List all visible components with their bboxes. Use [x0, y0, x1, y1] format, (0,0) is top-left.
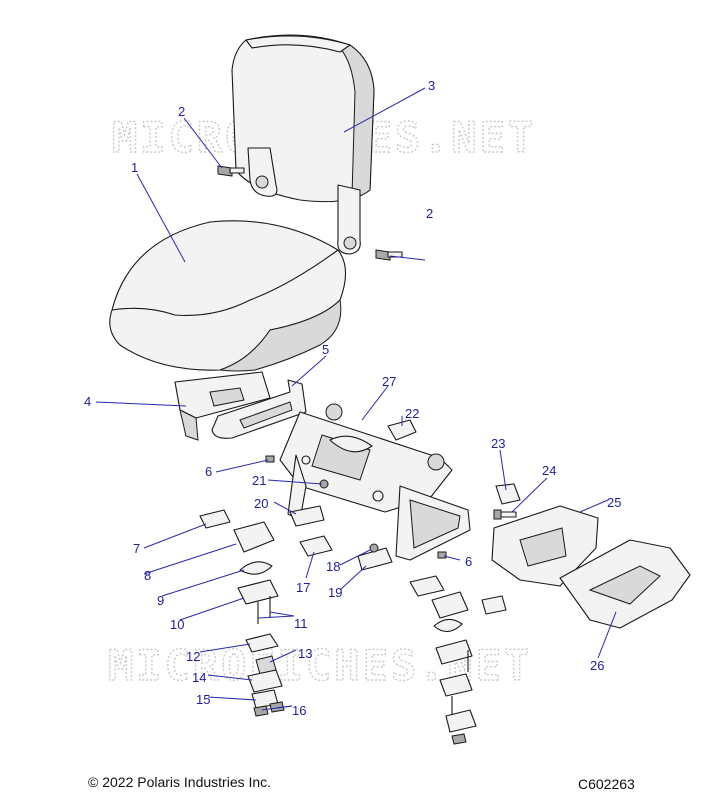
bracket-14-part	[247, 669, 283, 693]
callout-17: 17	[296, 580, 310, 595]
callout-2-lower: 2	[426, 206, 433, 221]
callout-7: 7	[133, 541, 140, 556]
callout-25: 25	[607, 495, 621, 510]
bolt-lower	[375, 249, 403, 261]
washer-12-part	[245, 633, 279, 653]
callout-15: 15	[196, 692, 210, 707]
right-latch-stack	[409, 575, 507, 745]
clip-22-part	[387, 419, 417, 441]
side-panel-part	[211, 379, 307, 439]
callout-5: 5	[322, 342, 329, 357]
callout-18: 18	[326, 559, 340, 574]
callout-22: 22	[405, 406, 419, 421]
callout-3: 3	[428, 78, 435, 93]
callout-11: 11	[294, 616, 308, 631]
clip-6b-part	[437, 551, 447, 559]
copyright-notice: © 2022 Polaris Industries Inc.	[88, 774, 272, 790]
seat-cushion-part	[109, 220, 347, 372]
seat-frame-part	[279, 403, 471, 561]
clip-6a-part	[265, 455, 275, 463]
callout-4: 4	[84, 394, 91, 409]
screw-18-part	[369, 543, 379, 553]
callout-2-upper: 2	[178, 104, 185, 119]
latch-8-part	[233, 521, 275, 553]
callout-8: 8	[144, 568, 151, 583]
callout-12: 12	[186, 649, 200, 664]
bolt-upper	[217, 165, 245, 177]
backrest-part	[231, 34, 375, 255]
bumper-23-part	[495, 483, 521, 505]
diagram-code: C602263	[578, 776, 635, 792]
screw-24-part	[493, 509, 517, 520]
callout-26: 26	[590, 658, 604, 673]
plate-10-part	[237, 579, 279, 605]
callout-19: 19	[328, 585, 342, 600]
callout-1: 1	[131, 160, 138, 175]
callout-6-right: 6	[465, 554, 472, 569]
callout-13: 13	[298, 646, 312, 661]
callout-27: 27	[382, 374, 396, 389]
pad-20-part	[289, 505, 325, 527]
nut-16b-part	[269, 701, 285, 713]
callout-6-left: 6	[205, 464, 212, 479]
callout-16: 16	[292, 703, 306, 718]
callout-23: 23	[491, 436, 505, 451]
rear-panel-25-recess	[519, 527, 567, 567]
callout-14: 14	[192, 670, 206, 685]
callout-24: 24	[542, 463, 556, 478]
callout-9: 9	[157, 593, 164, 608]
clip-7-part	[199, 509, 231, 529]
callout-21: 21	[252, 473, 266, 488]
nut-16a-part	[253, 705, 269, 717]
seat-latch-part	[174, 371, 271, 441]
callout-labels: 1 2 2 3 4 5 6 6 7 8 9 10 11 12 13 14 15 …	[84, 78, 621, 718]
storage-tray-26-recess	[588, 565, 661, 605]
pad-17-part	[299, 535, 333, 557]
callout-20: 20	[254, 496, 268, 511]
leader-lines	[95, 87, 617, 711]
spring-9-part	[239, 561, 273, 575]
callout-10: 10	[170, 617, 184, 632]
